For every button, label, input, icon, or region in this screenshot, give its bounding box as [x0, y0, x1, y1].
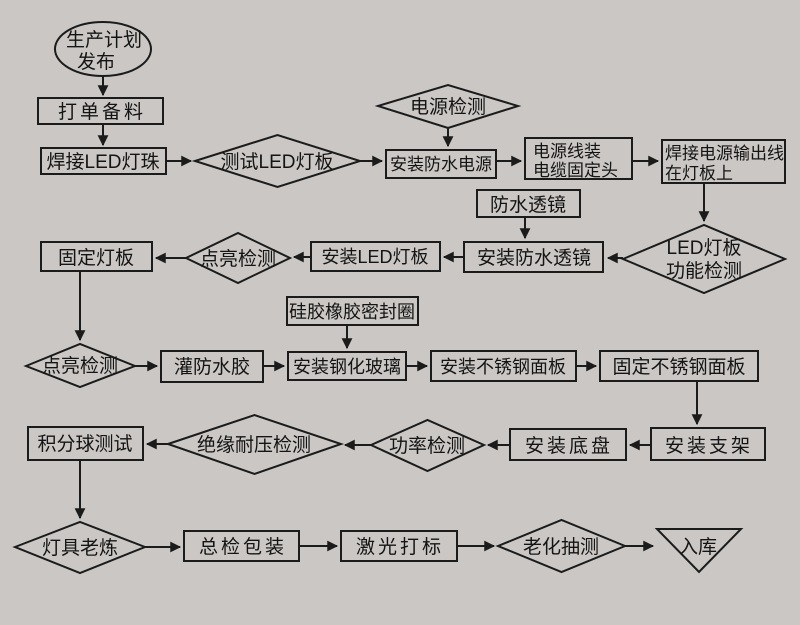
solder-led-beads-box: [40, 147, 167, 175]
node-aging-sampling-test: 老化抽测: [495, 518, 628, 574]
node-light-up-check-2: 点亮检测: [23, 342, 138, 389]
power-supply-check-label: 电源检测: [410, 96, 486, 118]
install-tempered-glass-label: 安装钢化玻璃: [293, 357, 401, 377]
install-stainless-panel-box: [430, 350, 577, 382]
node-fix-lamp-board: 固定灯板: [40, 241, 153, 272]
aging-sampling-test-diamond: [495, 518, 628, 574]
warehouse-in-triangle: [654, 528, 744, 574]
waterproof-lens-label: 防水透镜: [490, 194, 566, 216]
node-install-stainless-panel: 安装不锈钢面板: [430, 350, 577, 382]
node-power-test: 功率检测: [368, 418, 487, 473]
warehouse-in-label: 入库: [679, 536, 717, 558]
node-fix-stainless-panel: 固定不锈钢面板: [599, 350, 759, 382]
light-up-check-1-diamond: [183, 231, 293, 285]
node-install-base-plate: 安装底盘: [509, 428, 627, 461]
fix-stainless-panel-label: 固定不锈钢面板: [612, 356, 745, 378]
integrating-sphere-test-box: [27, 426, 144, 461]
power-supply-check-diamond: [374, 83, 522, 130]
node-lamp-burn-in: 灯具老炼: [12, 520, 148, 575]
prepare-order-box: [37, 97, 164, 125]
node-silicone-rubber-seal-ring: 硅胶橡胶密封圈: [286, 296, 419, 326]
cable-fixing-head-label-line1: 电源线装: [533, 142, 601, 161]
final-inspection-packing-box: [183, 530, 300, 562]
integrating-sphere-test-label: 积分球测试: [37, 433, 132, 455]
install-waterproof-power-label: 安装防水电源: [390, 155, 492, 174]
test-led-board-label: 测试LED灯板: [221, 151, 334, 173]
node-warehouse-in: 入库: [654, 528, 744, 574]
waterproof-lens-box: [476, 189, 581, 218]
final-inspection-packing-label: 总检包装: [199, 536, 287, 558]
light-up-check-1-label: 点亮检测: [200, 248, 276, 270]
connectors: [74, 76, 710, 553]
cable-fixing-head-label-line2: 电缆固定头: [533, 161, 618, 180]
install-bracket-box: [650, 427, 766, 461]
aging-sampling-test-label: 老化抽测: [523, 536, 599, 558]
node-install-bracket: 安装支架: [650, 427, 766, 461]
lamp-burn-in-label: 灯具老炼: [42, 537, 118, 559]
install-tempered-glass-box: [287, 351, 407, 381]
power-test-label: 功率检测: [389, 435, 465, 457]
node-laser-marking: 激光打标: [340, 530, 458, 562]
led-board-function-check-label-line2: 功能检测: [666, 260, 742, 282]
light-up-check-2-diamond: [23, 342, 138, 389]
fix-lamp-board-box: [40, 241, 153, 272]
light-up-check-2-label: 点亮检测: [42, 355, 118, 377]
fix-lamp-board-label: 固定灯板: [58, 247, 134, 269]
fill-waterproof-glue-label: 灌防水胶: [174, 356, 250, 378]
node-solder-led-beads: 焊接LED灯珠: [40, 147, 167, 175]
solder-led-beads-label: 焊接LED灯珠: [47, 151, 160, 173]
insulation-withstand-test-diamond: [164, 413, 345, 476]
solder-power-output-wire-label-line1: 焊接电源输出线: [665, 144, 784, 163]
install-led-board-box: [310, 241, 441, 272]
start-label-line1: 生产计划: [66, 29, 142, 51]
silicone-rubber-seal-ring-label: 硅胶橡胶密封圈: [289, 302, 415, 322]
solder-power-output-wire-box: [661, 139, 786, 184]
node-integrating-sphere-test: 积分球测试: [27, 426, 144, 461]
node-light-up-check-1: 点亮检测: [183, 231, 293, 285]
node-waterproof-lens: 防水透镜: [476, 189, 581, 218]
node-install-tempered-glass: 安装钢化玻璃: [287, 351, 407, 381]
solder-power-output-wire-label-line2: 在灯板上: [665, 164, 733, 183]
silicone-rubber-seal-ring-box: [286, 296, 419, 326]
start-ellipse: [54, 21, 152, 77]
node-final-inspection-packing: 总检包装: [183, 530, 300, 562]
install-waterproof-power-box: [385, 149, 497, 179]
lamp-burn-in-diamond: [12, 520, 148, 575]
node-install-waterproof-lens: 安装防水透镜: [463, 241, 604, 273]
install-base-plate-label: 安装底盘: [525, 435, 613, 457]
node-insulation-withstand-test: 绝缘耐压检测: [164, 413, 345, 476]
power-test-diamond: [368, 418, 487, 473]
cable-fixing-head-box: [524, 137, 633, 180]
node-prepare-order: 打单备料: [37, 97, 164, 125]
install-base-plate-box: [509, 428, 627, 461]
node-start: 生产计划 发布: [54, 21, 152, 77]
node-test-led-board: 测试LED灯板: [191, 133, 364, 189]
install-waterproof-lens-box: [463, 241, 604, 273]
led-board-function-check-label-line1: LED灯板: [667, 237, 742, 259]
fix-stainless-panel-box: [599, 350, 759, 382]
laser-marking-label: 激光打标: [356, 536, 444, 558]
prepare-order-label: 打单备料: [58, 101, 146, 123]
test-led-board-diamond: [191, 133, 364, 189]
insulation-withstand-test-label: 绝缘耐压检测: [197, 434, 311, 456]
node-install-waterproof-power: 安装防水电源: [385, 149, 497, 179]
laser-marking-box: [340, 530, 458, 562]
node-install-led-board: 安装LED灯板: [310, 241, 441, 272]
install-led-board-label: 安装LED灯板: [321, 247, 428, 267]
install-stainless-panel-label: 安装不锈钢面板: [440, 357, 566, 377]
install-bracket-label: 安装支架: [665, 435, 753, 457]
install-waterproof-lens-label: 安装防水透镜: [477, 247, 591, 269]
start-label-line2: 发布: [77, 51, 115, 73]
node-led-board-function-check: LED灯板 功能检测: [620, 223, 788, 295]
node-cable-fixing-head: 电源线装 电缆固定头: [524, 137, 633, 180]
node-solder-power-output-wire: 焊接电源输出线 在灯板上: [661, 139, 786, 184]
node-fill-waterproof-glue: 灌防水胶: [160, 350, 264, 383]
fill-waterproof-glue-box: [160, 350, 264, 383]
node-power-supply-check: 电源检测: [374, 83, 522, 130]
led-board-function-check-diamond: [620, 223, 788, 295]
